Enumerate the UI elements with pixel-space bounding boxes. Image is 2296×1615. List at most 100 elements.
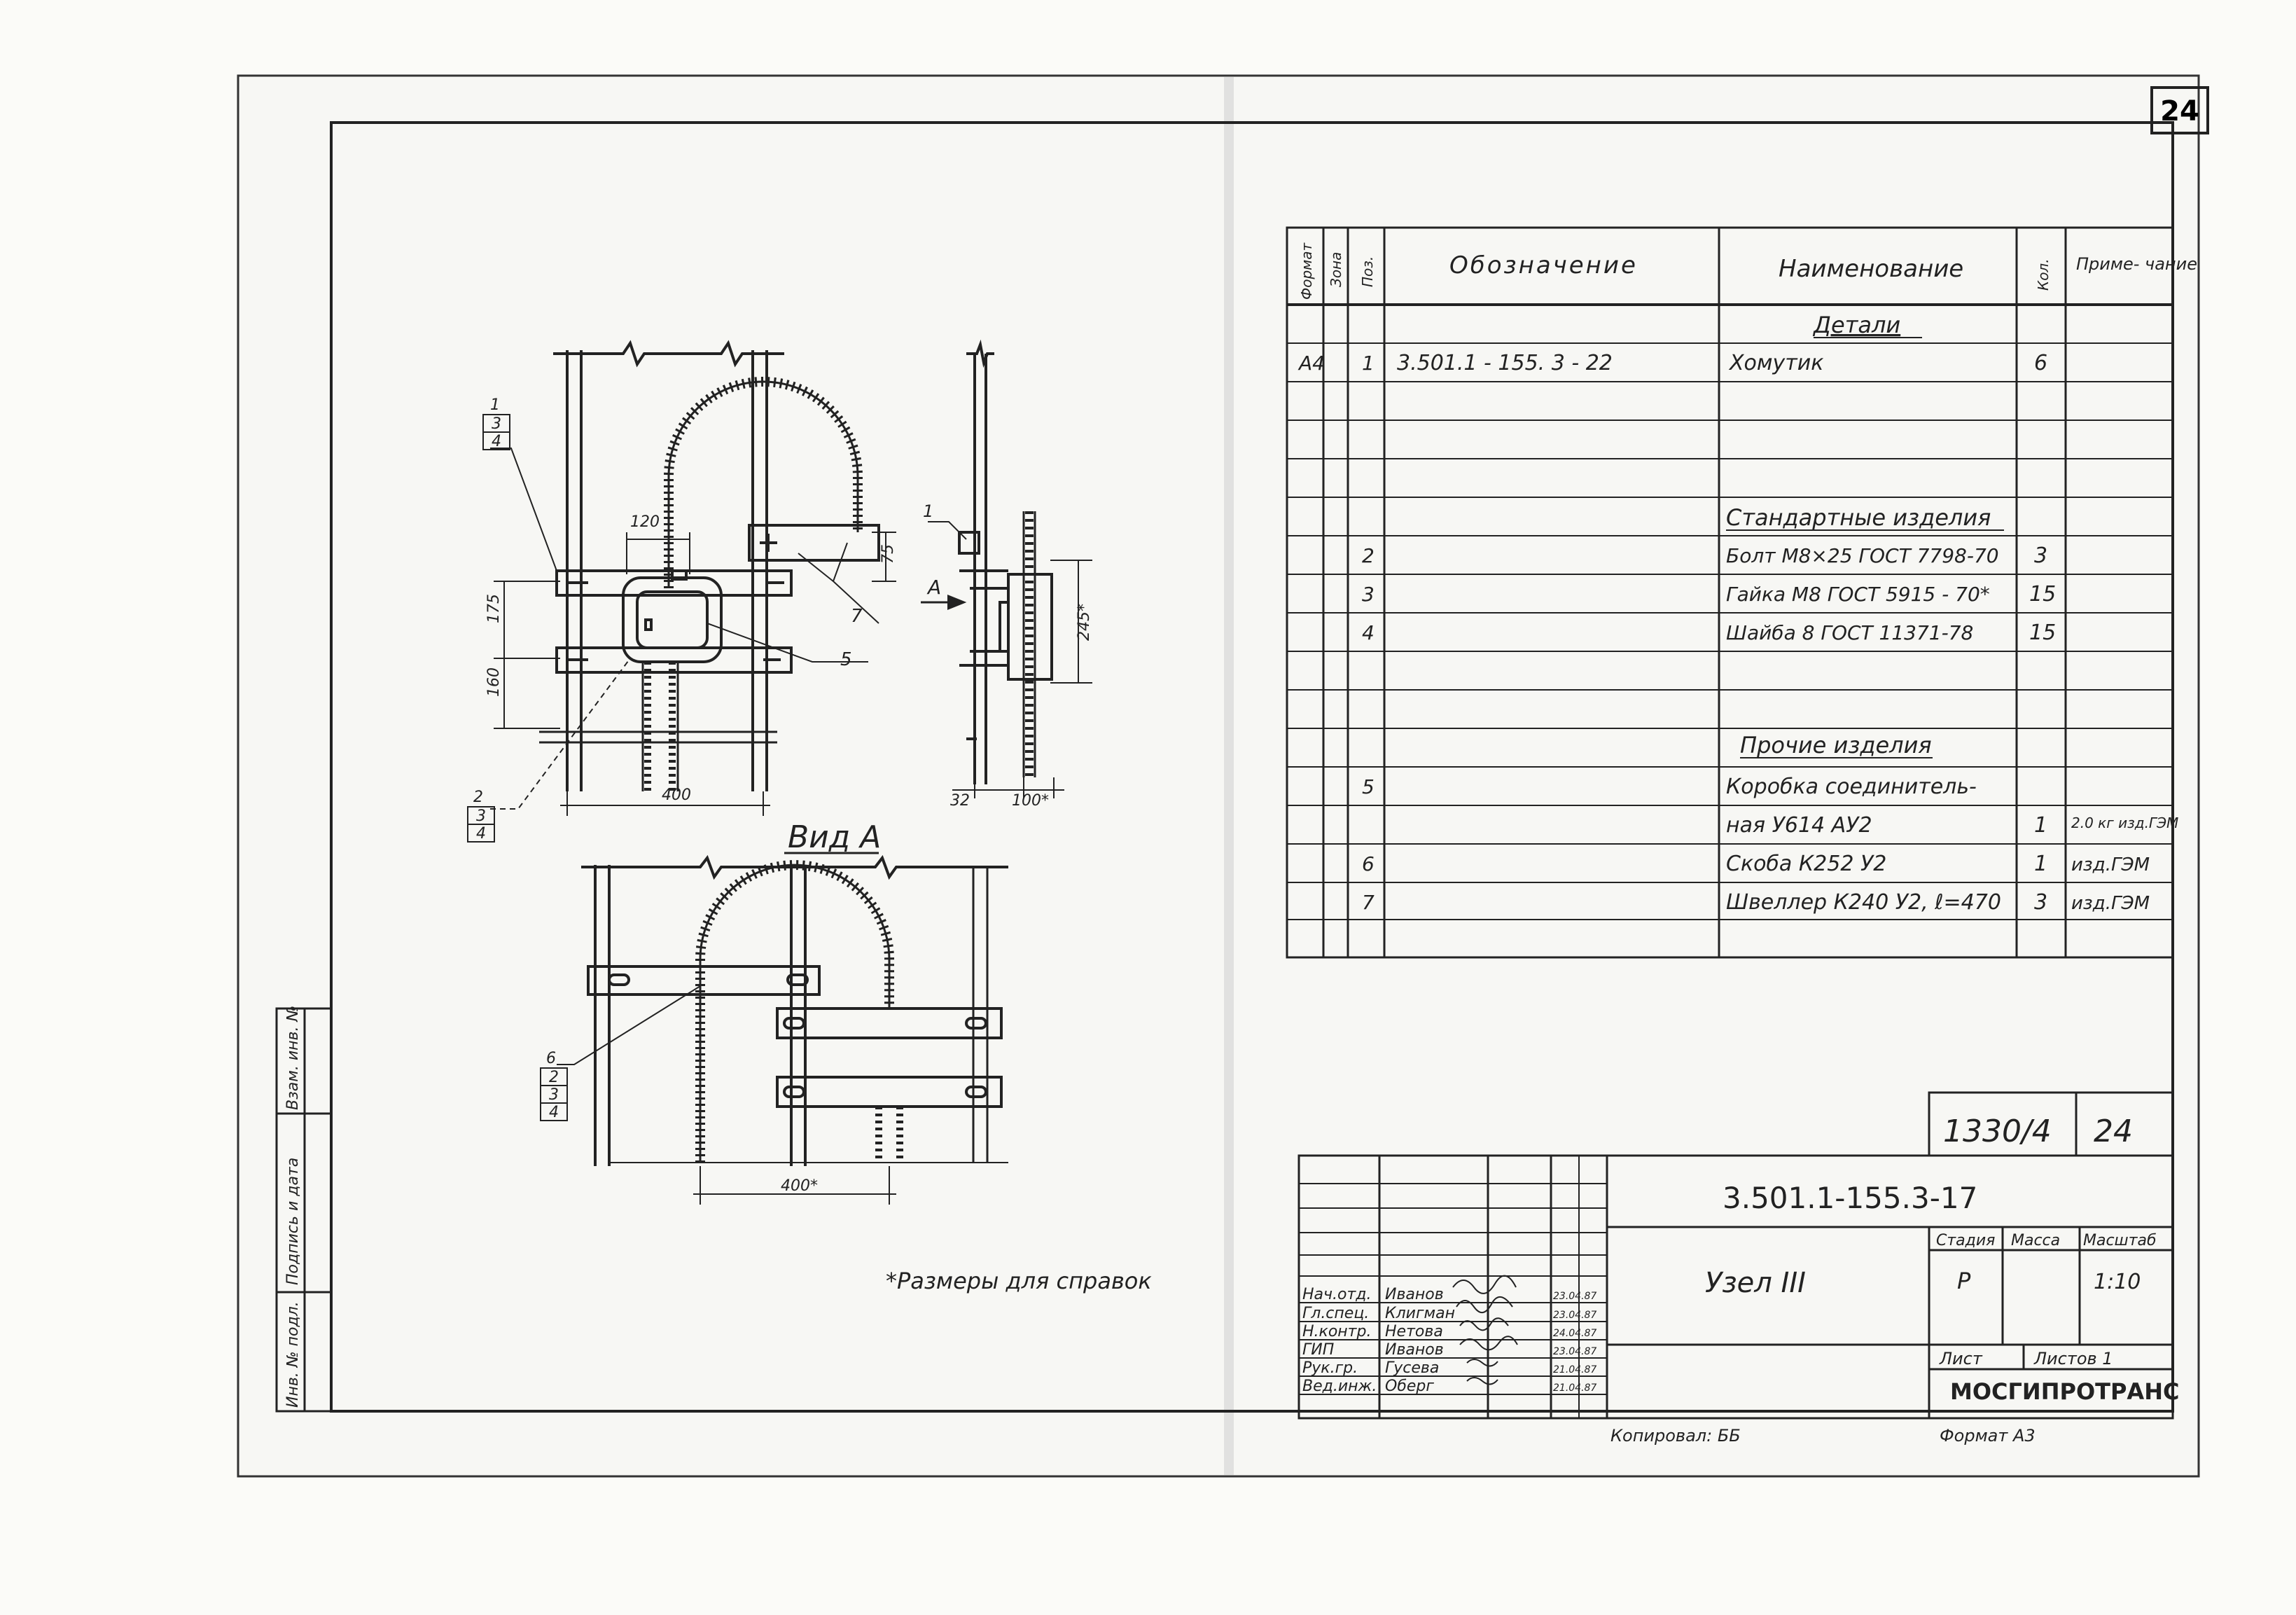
- row-3-pos: 3: [1362, 583, 1375, 606]
- row-4-name: Шайба 8 ГОСТ 11371-78: [1726, 621, 1973, 644]
- outer-border: [237, 74, 2200, 1478]
- header-pos: Поз.: [1359, 256, 1376, 287]
- sig-date-1: 23.04.87: [1553, 1291, 1596, 1302]
- copied-by: Копировал: ББ: [1610, 1426, 1741, 1446]
- scale-label: Масштаб: [2083, 1232, 2157, 1249]
- sig-date-4: 23.04.87: [1553, 1346, 1596, 1357]
- row-6-name: Скоба К252 У2: [1726, 852, 1886, 876]
- dim-100: 100*: [1012, 792, 1049, 810]
- row-3-qty: 15: [2029, 582, 2056, 607]
- format-note: Формат А3: [1940, 1426, 2036, 1446]
- view-a: [557, 852, 1008, 1205]
- sig-name-6: Оберг: [1385, 1378, 1434, 1395]
- document-code: 3.501.1-155.3-17: [1723, 1181, 1977, 1215]
- row-5b-qty: 1: [2034, 813, 2047, 838]
- svg-text:3: 3: [476, 808, 486, 825]
- row-1-designation: 3.501.1 - 155. 3 - 22: [1397, 351, 1613, 375]
- row-6-pos: 6: [1362, 852, 1375, 875]
- sig-date-5: 21.04.87: [1553, 1364, 1596, 1375]
- footnote: *Размеры для справок: [886, 1268, 1152, 1294]
- dim-120: 120: [630, 513, 660, 531]
- spec-table: [1286, 226, 2174, 959]
- sig-role-5: Рук.гр.: [1302, 1359, 1358, 1377]
- stage-label: Стадия: [1936, 1232, 1995, 1249]
- sheet-label: Лист: [1939, 1349, 1983, 1368]
- row-1-pos: 1: [1362, 352, 1375, 375]
- row-5b-note: 2.0 кг изд.ГЭМ: [2071, 815, 2178, 831]
- row-6-note: изд.ГЭМ: [2071, 854, 2150, 875]
- header-name: Наименование: [1779, 255, 1963, 283]
- row-5-pos: 5: [1362, 775, 1375, 798]
- header-designation: Обозначение: [1449, 251, 1638, 279]
- sig-role-1: Нач.отд.: [1302, 1286, 1372, 1303]
- row-5b-name: ная У614 АУ2: [1726, 813, 1872, 838]
- section-other: Прочие изделия: [1740, 732, 1932, 758]
- mass-label: Масса: [2011, 1232, 2060, 1249]
- title-block: [1297, 1091, 2174, 1420]
- organization: МОСГИПРОТРАНС: [1950, 1378, 2179, 1405]
- svg-text:4: 4: [476, 825, 486, 843]
- stage-value: Р: [1957, 1268, 1971, 1294]
- row-7-note: изд.ГЭМ: [2071, 893, 2150, 914]
- leader-5: 5: [840, 649, 852, 670]
- row-2-qty: 3: [2034, 543, 2047, 568]
- svg-text:4: 4: [492, 433, 501, 450]
- signature-scribbles: [1452, 1275, 1518, 1385]
- row-7-qty: 3: [2034, 890, 2047, 915]
- svg-text:6: 6: [546, 1050, 556, 1067]
- section-standard: Стандартные изделия: [1726, 504, 1991, 531]
- sig-name-1: Иванов: [1385, 1286, 1444, 1303]
- pos-callout-1: 1 3 4: [482, 396, 510, 450]
- svg-text:2: 2: [473, 789, 483, 806]
- svg-text:3: 3: [549, 1086, 559, 1104]
- main-view-labels: 120 75 175 160 400 7 5: [485, 513, 897, 804]
- sig-name-2: Клигман: [1385, 1305, 1455, 1322]
- row-2-pos: 2: [1362, 544, 1375, 567]
- side-stamp-inv: Инв. № подл.: [284, 1301, 302, 1408]
- sig-role-4: ГИП: [1302, 1341, 1334, 1359]
- row-1-qty: 6: [2034, 351, 2047, 375]
- header-zone: Зона: [1328, 252, 1344, 287]
- page-number: 24: [2160, 95, 2199, 127]
- row-6-qty: 1: [2034, 852, 2047, 876]
- dim-400-main: 400: [662, 786, 691, 804]
- row-4-pos: 4: [1362, 621, 1375, 644]
- sig-name-3: Нетова: [1385, 1323, 1443, 1340]
- side-view-labels: 245* 32 100* A 1: [923, 501, 1093, 810]
- side-view: [921, 339, 1092, 798]
- header-format: Формат: [1298, 242, 1315, 300]
- sig-role-2: Гл.спец.: [1302, 1305, 1369, 1322]
- dim-75: 75: [879, 544, 897, 564]
- dim-32: 32: [950, 792, 970, 810]
- header-note: Приме- чание: [2076, 254, 2197, 274]
- section-title: Вид А: [788, 819, 881, 855]
- view-a-labels: Вид А 400* 6 2 3 4: [540, 819, 881, 1195]
- sheets-label: Листов 1: [2033, 1349, 2113, 1368]
- sig-date-3: 24.04.87: [1553, 1328, 1596, 1339]
- row-7-name: Швеллер К240 У2, ℓ=470: [1726, 890, 2001, 915]
- sheet-number: 24: [2094, 1114, 2133, 1149]
- drawing-title: Узел III: [1705, 1267, 1806, 1299]
- project-number: 1330/4: [1943, 1114, 2052, 1149]
- side-stamp-sign: Подпись и дата: [284, 1158, 302, 1285]
- page-number-box: 24: [2150, 86, 2209, 134]
- row-1-format: А4: [1297, 352, 1325, 375]
- dim-160: 160: [485, 667, 503, 697]
- spec-table-text: Формат Зона Поз. Обозначение Наименовани…: [1297, 242, 2197, 915]
- row-7-pos: 7: [1362, 891, 1375, 914]
- arrow-a-label: A: [926, 576, 941, 599]
- row-3-name: Гайка М8 ГОСТ 5915 - 70*: [1726, 583, 1990, 606]
- dim-400-view: 400*: [781, 1177, 818, 1195]
- sig-role-3: Н.контр.: [1302, 1323, 1371, 1340]
- sig-role-6: Вед.инж.: [1302, 1378, 1377, 1395]
- side-stamp-replace: Взам. инв. №: [284, 1006, 302, 1110]
- row-4-qty: 15: [2029, 621, 2056, 645]
- title-block-text: 1330/4 24 3.501.1-155.3-17 Узел III Стад…: [1302, 1114, 2179, 1405]
- dim-245: 245*: [1076, 604, 1093, 641]
- side-stamp: [275, 1007, 333, 1413]
- sig-date-2: 23.04.87: [1553, 1310, 1596, 1321]
- section-parts: Детали: [1812, 312, 1900, 338]
- sig-date-6: 21.04.87: [1553, 1382, 1596, 1394]
- svg-text:2: 2: [549, 1069, 559, 1086]
